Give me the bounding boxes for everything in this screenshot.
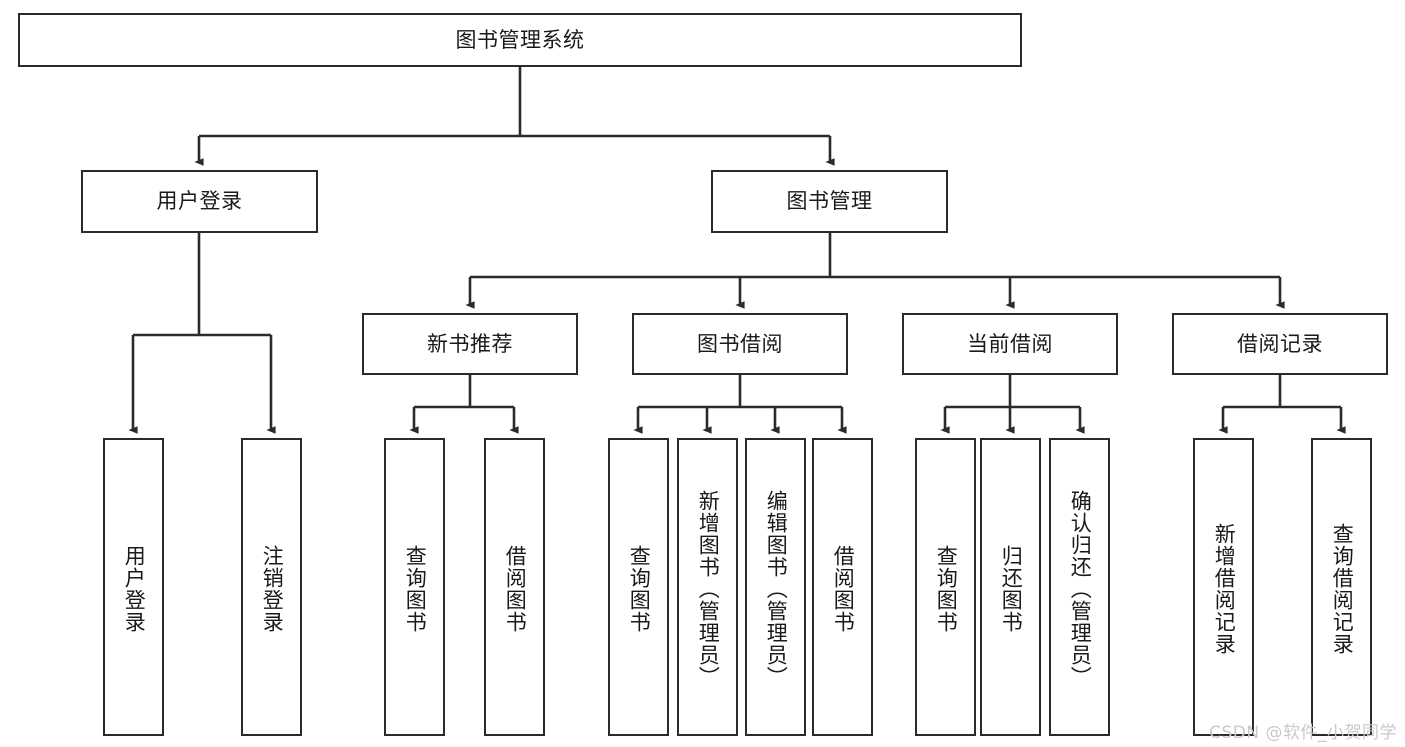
node-label: 图书借阅 [697,331,783,356]
node-label: 借阅图书 [831,545,856,633]
leaf-user-login-logout[interactable]: 注销登录 [241,438,302,736]
node-label: 注销登录 [260,545,285,633]
node-current-borrow[interactable]: 当前借阅 [902,313,1118,375]
leaf-current-borrow-confirm-return-admin[interactable]: 确认归还（管理员） [1049,438,1110,736]
node-label: 新增图书（管理员） [696,490,721,688]
leaf-borrow-record-add-record[interactable]: 新增借阅记录 [1193,438,1254,736]
leaf-current-borrow-query-book[interactable]: 查询图书 [915,438,976,736]
leaf-book-borrow-query-book[interactable]: 查询图书 [608,438,669,736]
node-label: 编辑图书（管理员） [764,490,789,688]
node-label: 新增借阅记录 [1212,523,1237,655]
node-book-borrow[interactable]: 图书借阅 [632,313,848,375]
node-label: 查询借阅记录 [1330,523,1355,655]
leaf-new-book-query-book[interactable]: 查询图书 [384,438,445,736]
node-label: 查询图书 [934,545,959,633]
node-label: 归还图书 [999,545,1024,633]
node-label: 查询图书 [403,545,428,633]
leaf-book-borrow-add-book-admin[interactable]: 新增图书（管理员） [677,438,738,736]
node-user-login[interactable]: 用户登录 [81,170,318,233]
node-label: 确认归还（管理员） [1068,490,1093,688]
leaf-user-login-login[interactable]: 用户登录 [103,438,164,736]
node-label: 图书管理 [786,189,873,214]
node-book-management[interactable]: 图书管理 [711,170,948,233]
node-new-book-recommend[interactable]: 新书推荐 [362,313,578,375]
node-root-book-management-system[interactable]: 图书管理系统 [18,13,1022,67]
node-label: 当前借阅 [967,331,1053,356]
node-label: 借阅记录 [1237,331,1323,356]
leaf-current-borrow-return-book[interactable]: 归还图书 [980,438,1041,736]
node-label: 用户登录 [122,545,147,633]
leaf-book-borrow-edit-book-admin[interactable]: 编辑图书（管理员） [745,438,806,736]
node-label: 新书推荐 [427,331,513,356]
leaf-new-book-borrow-book[interactable]: 借阅图书 [484,438,545,736]
node-label: 图书管理系统 [455,27,585,52]
node-label: 查询图书 [627,545,652,633]
node-borrow-record[interactable]: 借阅记录 [1172,313,1388,375]
node-label: 借阅图书 [503,545,528,633]
leaf-book-borrow-borrow-book[interactable]: 借阅图书 [812,438,873,736]
leaf-borrow-record-query-record[interactable]: 查询借阅记录 [1311,438,1372,736]
node-label: 用户登录 [156,189,243,214]
